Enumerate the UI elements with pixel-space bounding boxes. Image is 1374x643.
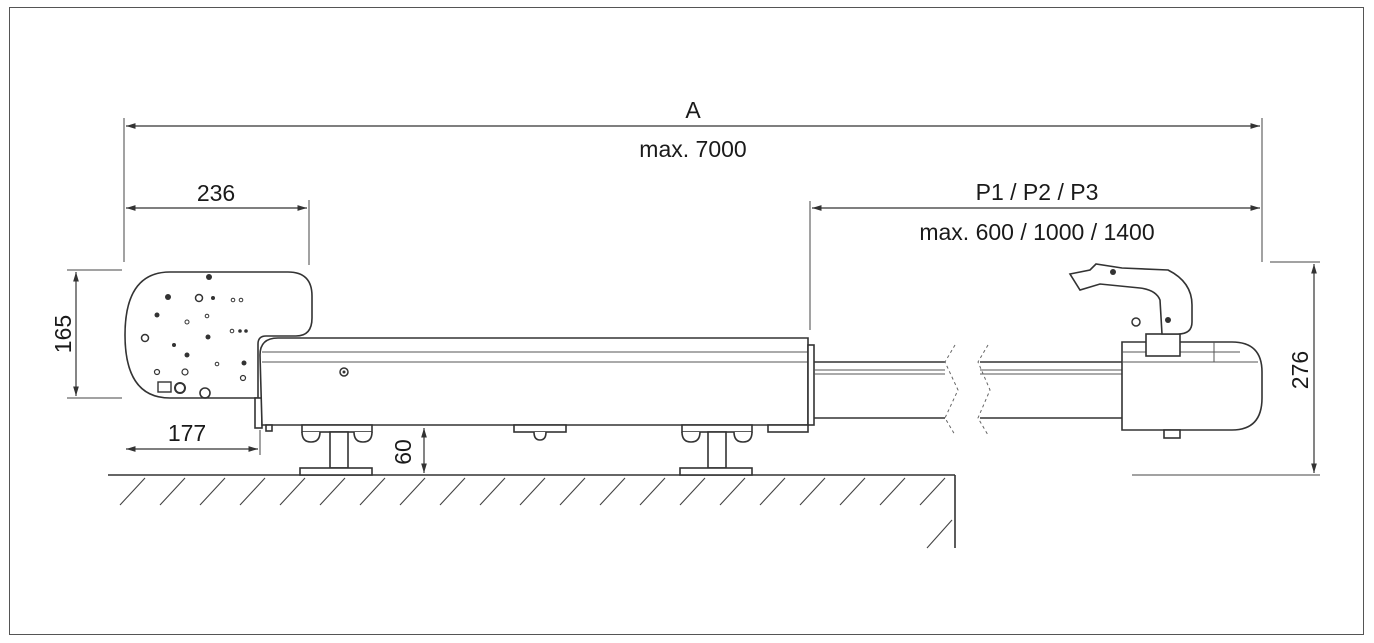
motor-base-value: 177: [168, 420, 206, 446]
mounting-foot-right: [679, 424, 753, 476]
dimension-motor-height: [67, 269, 122, 399]
dimension-total-height: [1132, 261, 1320, 476]
piston-rod: [814, 344, 1122, 436]
motor-height-value: 165: [50, 315, 76, 353]
stroke-max: max. 600 / 1000 / 1400: [919, 219, 1154, 245]
dimension-motor-width: [126, 200, 310, 265]
dimension-motor-base: [126, 430, 261, 455]
total-height-value: 276: [1287, 351, 1313, 389]
floor: [108, 474, 956, 549]
drawing-frame: [9, 7, 1364, 635]
foot-height-value: 60: [390, 439, 416, 465]
motor-housing: [124, 271, 313, 429]
dimension-stroke: [809, 201, 1260, 330]
dimension-overall: [123, 118, 1263, 262]
floor-hatching: [119, 477, 953, 549]
overall-length-label: A: [685, 97, 701, 123]
mounting-foot-left: [299, 424, 373, 476]
overall-length-max: max. 7000: [639, 136, 746, 162]
cylinder-body: [259, 337, 815, 441]
stroke-label: P1 / P2 / P3: [976, 179, 1099, 205]
rod-end-carriage: [1068, 263, 1263, 439]
motor-width-value: 236: [197, 180, 235, 206]
